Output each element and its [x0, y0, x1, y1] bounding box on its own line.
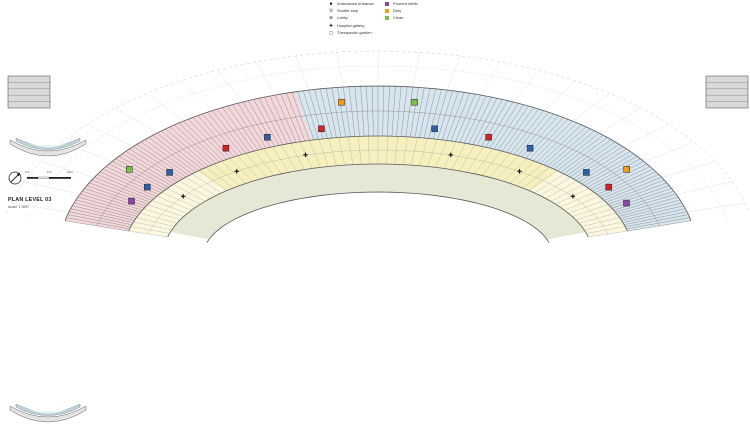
svg-text:✚: ✚ — [517, 168, 522, 175]
legend-label: Shuttle stop — [337, 8, 359, 14]
plan-title: PLAN LEVEL 03 — [8, 197, 52, 203]
legend-colors: Pourent infelb Dirty Clean — [385, 0, 418, 22]
purple-swatch — [385, 1, 389, 6]
legend-item: Dirty — [385, 7, 418, 14]
garden-icon: ▢ — [328, 29, 334, 35]
pink-wing-rooms — [185, 91, 312, 161]
legend-item: ⊛ Lobby — [328, 14, 374, 21]
legend-label: Pourent infelb — [393, 1, 418, 6]
therapeutic-garden-ring — [170, 164, 586, 240]
scale-bar-label: 10m — [67, 170, 73, 174]
blue-wing-rooms — [531, 120, 691, 232]
blue-wing-rooms — [295, 86, 571, 161]
lobby-icon: ⊛ — [329, 15, 333, 21]
legend-item: Pourent infelb — [385, 0, 418, 7]
svg-text:✚: ✚ — [448, 152, 453, 159]
legend-item: ✚ Hospital gallery — [328, 22, 374, 29]
scale-bar-label: 0 m — [25, 170, 31, 174]
ambulance-entrance-icon: ■ — [329, 1, 333, 6]
legend-item: Clean — [385, 14, 418, 21]
key-plan-thumbnail — [9, 137, 87, 157]
shuttle-stop-icon: Ⓢ — [328, 8, 334, 14]
green-swatch — [385, 16, 389, 20]
svg-text:✚: ✚ — [181, 194, 186, 201]
north-arrow-icon — [8, 171, 22, 185]
legend-label: Hospital gallery — [337, 22, 365, 28]
legend-label: Lobby — [337, 15, 348, 21]
orange-swatch — [385, 8, 389, 13]
legend-item: ▢Therapeutic garden — [328, 29, 374, 36]
cross-icon: ✚ — [329, 22, 333, 28]
legend-label: Dirty — [393, 8, 402, 14]
legend-item: ■ Ambulance entrance — [328, 0, 374, 7]
legend-label: Ambulance entrance — [337, 1, 374, 6]
scale-bar — [27, 176, 71, 179]
key-plan-thumbnail — [9, 403, 87, 423]
scale-bar-label: 5 m — [47, 170, 53, 174]
svg-text:✚: ✚ — [570, 194, 575, 201]
legend-label: Clean — [393, 15, 404, 21]
legend-label: Therapeutic garden — [337, 29, 372, 35]
svg-text:✚: ✚ — [303, 152, 308, 159]
pink-wing-rooms — [65, 120, 225, 232]
plan-lower-level: ✚ ✚ ✚ ✚ ✚ ✚ — [6, 50, 750, 243]
plan-scale: scale 1:500 — [8, 204, 29, 209]
svg-text:✚: ✚ — [234, 168, 239, 175]
